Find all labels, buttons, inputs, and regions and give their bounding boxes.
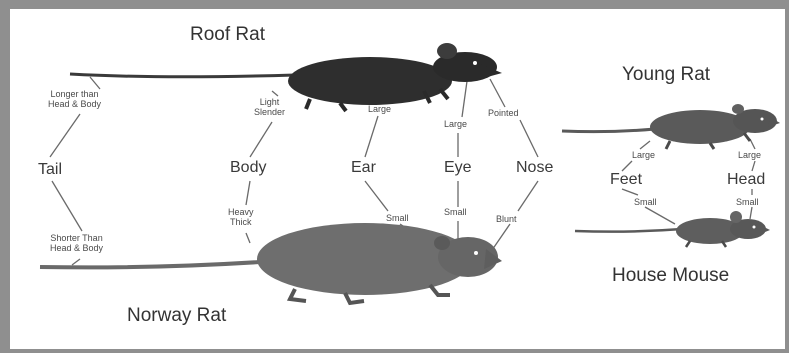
- norway-rat-illustration: [40, 223, 502, 303]
- house-mouse-title: House Mouse: [612, 265, 729, 287]
- trait-nose: Nose: [516, 159, 553, 177]
- roof-ear-value: Large: [368, 104, 391, 114]
- roof-nose-value: Pointed: [488, 108, 519, 118]
- trait-ear: Ear: [351, 159, 376, 177]
- line-young-feet: [640, 141, 650, 149]
- mouse-head-value: Small: [736, 197, 759, 207]
- trait-tail: Tail: [38, 161, 62, 179]
- trait-head: Head: [727, 171, 765, 189]
- line-mouse-head: [750, 207, 752, 219]
- line-body-top: [250, 122, 272, 157]
- line-mouse-feet: [645, 207, 675, 224]
- roof-eye-value: Large: [444, 119, 467, 129]
- roof-rat-illustration: [70, 43, 502, 111]
- norway-ear-value: Small: [386, 213, 409, 223]
- young-head-value: Large: [738, 150, 761, 160]
- roof-tail-value: Longer than Head & Body: [48, 89, 101, 109]
- line-norway-body: [246, 233, 250, 243]
- young-rat-title: Young Rat: [622, 64, 710, 86]
- line-tail-top: [50, 114, 80, 157]
- line-roof-nose: [490, 79, 505, 107]
- roof-rat-title: Roof Rat: [190, 24, 265, 46]
- connector-lines: [10, 9, 785, 349]
- line-roof-body: [272, 91, 278, 96]
- line-young-head-trait: [752, 161, 755, 171]
- line-mouse-feet-trait: [622, 189, 638, 195]
- norway-nose-value: Blunt: [496, 214, 517, 224]
- trait-eye: Eye: [444, 159, 472, 177]
- line-roof-tail: [90, 77, 100, 89]
- trait-body: Body: [230, 159, 266, 177]
- line-nose-top: [520, 120, 538, 157]
- line-tail-bottom: [52, 181, 82, 231]
- line-young-head: [750, 139, 755, 149]
- line-ear-bottom: [365, 181, 388, 211]
- line-ear-top: [365, 116, 378, 157]
- trait-feet: Feet: [610, 171, 642, 189]
- house-mouse-illustration: [575, 211, 770, 247]
- norway-tail-value: Shorter Than Head & Body: [50, 233, 103, 253]
- line-body-bottom: [246, 181, 250, 205]
- norway-body-value: Heavy Thick: [228, 207, 254, 227]
- mouse-feet-value: Small: [634, 197, 657, 207]
- young-rat-illustration: [562, 104, 780, 149]
- roof-body-value: Light Slender: [254, 97, 285, 117]
- diagram-panel: Roof Rat Norway Rat Young Rat House Mous…: [10, 9, 785, 349]
- young-feet-value: Large: [632, 150, 655, 160]
- line-nose-bottom: [518, 181, 538, 211]
- norway-rat-title: Norway Rat: [127, 305, 226, 327]
- line-young-feet-trait: [622, 161, 632, 171]
- norway-eye-value: Small: [444, 207, 467, 217]
- line-norway-tail: [72, 259, 80, 265]
